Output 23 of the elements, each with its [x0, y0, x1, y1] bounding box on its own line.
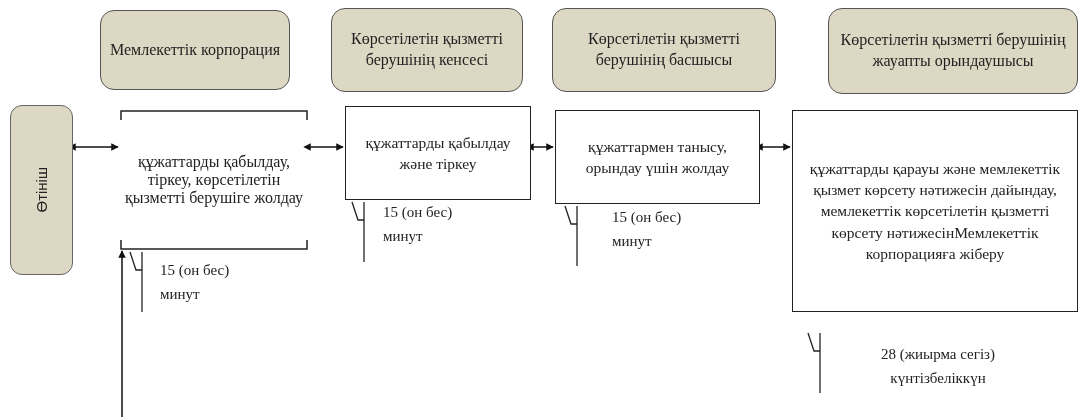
role-title: Көрсетілетін қызметті берушінің кенсесі — [350, 29, 504, 71]
applicant-label: Өтініш — [33, 167, 50, 213]
role-header-box — [331, 8, 523, 92]
process-box — [555, 110, 760, 204]
process-box — [345, 106, 531, 200]
duration-note: 15 (он бес) минут — [383, 203, 454, 246]
arrow — [303, 143, 344, 151]
duration-note: 28 (жиырма сегіз) күнтізбеліккүн — [880, 345, 996, 388]
arrow — [118, 250, 126, 417]
applicant-box — [10, 105, 73, 275]
duration-note: 15 (он бес) минут — [160, 261, 231, 304]
role-header-box — [100, 10, 290, 90]
step-text: құжаттарды қабылдау, тіркеу, көрсетілетін қызметті берушіге жолдау — [123, 153, 305, 207]
step-text: құжаттармен танысу, орындау үшін жолдау — [584, 136, 731, 178]
duration-note: 15 (он бес) минут — [612, 208, 683, 251]
role-title: Мемлекеттік корпорация — [109, 39, 281, 61]
role-header-box — [552, 8, 776, 92]
process-box — [792, 110, 1078, 312]
role-title: Көрсетілетін қызметті берушінің жауапты орындаушысы — [839, 30, 1067, 72]
role-header-box — [828, 8, 1078, 94]
step-text: құжаттарды қарауы және мемлекеттік қызмет көрсету нәтижесін дайындау, мемлекеттік көрсетілетін қызметті көрсету нәтижесінМемлекеттік корпорацияға жіберу — [808, 158, 1062, 265]
role-title: Көрсетілетін қызметті берушінің басшысы — [587, 29, 741, 71]
step-text: құжаттарды қабылдау және тіркеу — [364, 132, 512, 174]
